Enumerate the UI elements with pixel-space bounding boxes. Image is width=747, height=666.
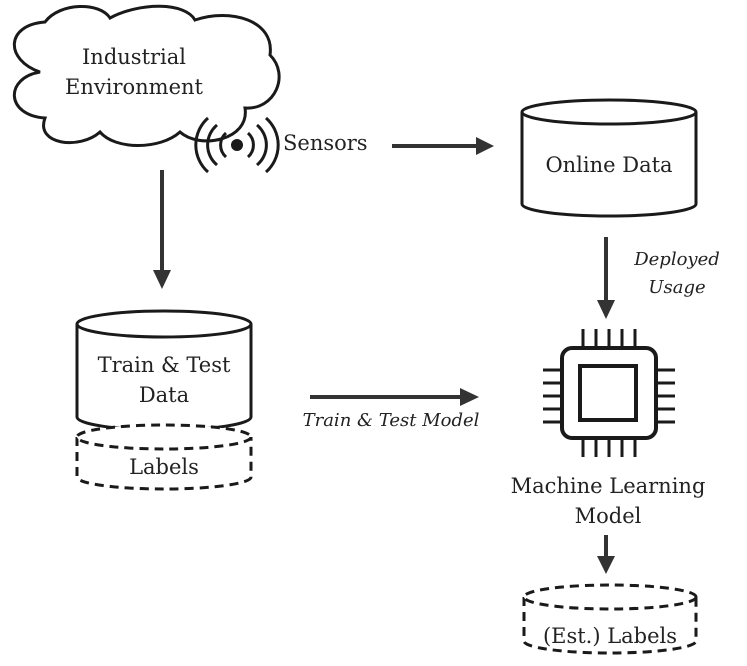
train-test-data-label-line2: Data	[139, 383, 189, 407]
ml-model-label-line1: Machine Learning	[511, 474, 706, 498]
deployed-usage-label-line2: Usage	[648, 277, 705, 298]
train-test-model-label: Train & Test Model	[303, 410, 480, 431]
industrial-environment-cloud: Industrial Environment	[12, 4, 281, 147]
train-test-data-cylinder: Train & Test Data	[75, 309, 253, 432]
online-data-cylinder: Online Data	[520, 98, 698, 218]
deployed-usage-label-line1: Deployed	[633, 249, 720, 270]
arrow-ml-model-to-est-labels	[597, 535, 615, 574]
arrow-environment-to-train-data	[153, 170, 171, 289]
arrow-sensors-to-online-data	[392, 137, 494, 155]
arrow-online-data-to-ml-model	[597, 237, 615, 319]
sensor-icon	[194, 116, 280, 174]
train-test-data-label-line1: Train & Test	[98, 353, 231, 377]
chip-icon	[543, 329, 675, 457]
industrial-environment-label-line1: Industrial	[82, 45, 186, 69]
labels-cylinder: Labels	[75, 423, 253, 491]
industrial-environment-label-line2: Environment	[65, 75, 204, 99]
arrow-train-test-model	[310, 388, 479, 406]
online-data-label: Online Data	[545, 153, 672, 177]
ml-model-label-line2: Model	[575, 504, 642, 528]
sensors-label: Sensors	[283, 131, 368, 155]
labels-label: Labels	[129, 455, 199, 479]
est-labels-cylinder: (Est.) Labels	[522, 583, 698, 655]
est-labels-label: (Est.) Labels	[543, 624, 677, 648]
